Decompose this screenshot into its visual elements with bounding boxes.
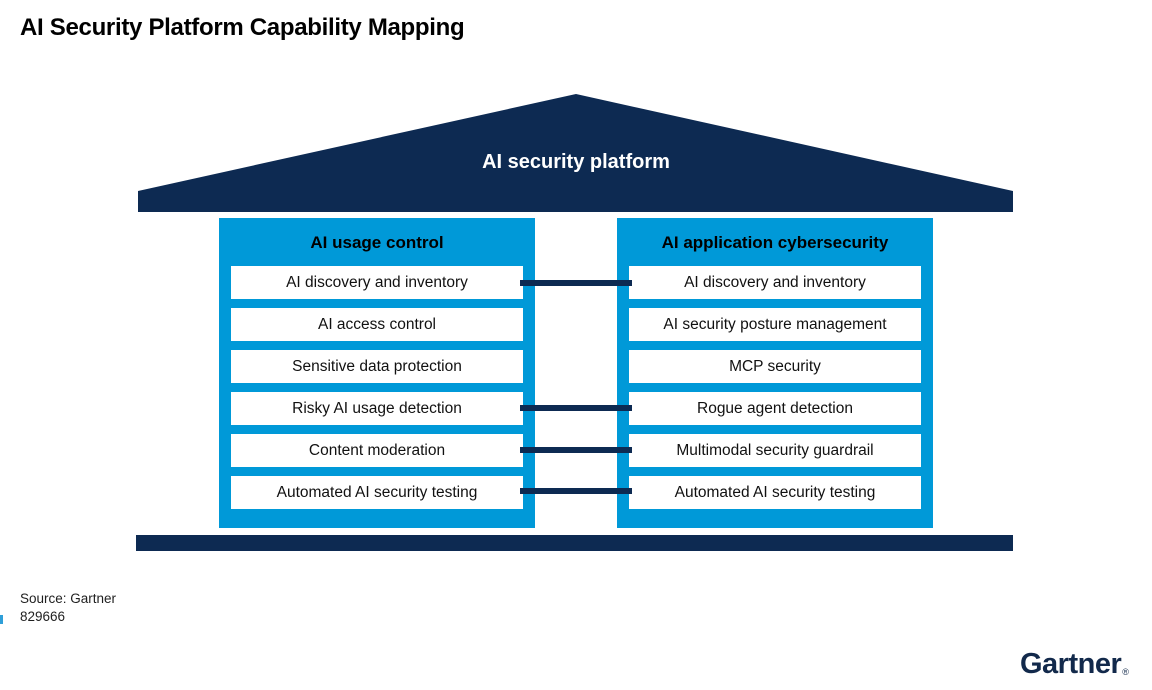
- connector-line-discovery: [520, 280, 632, 286]
- capability-box: Multimodal security guardrail: [629, 434, 921, 467]
- gartner-logo: Gartner®: [1020, 648, 1129, 681]
- roof-label: AI security platform: [482, 151, 670, 173]
- capability-box: AI discovery and inventory: [231, 266, 523, 299]
- pillar-ai-usage-control: AI usage control AI discovery and invent…: [219, 218, 535, 528]
- pillar-ai-application-cybersecurity: AI application cybersecurity AI discover…: [617, 218, 933, 528]
- connector-line-moderation-guardrail: [520, 447, 632, 453]
- capability-box: Rogue agent detection: [629, 392, 921, 425]
- capability-box: AI security posture management: [629, 308, 921, 341]
- capability-box: Automated AI security testing: [231, 476, 523, 509]
- capability-box: MCP security: [629, 350, 921, 383]
- pillar-header: AI application cybersecurity: [661, 233, 889, 252]
- source-line: Source: Gartner: [20, 591, 117, 606]
- source-id: 829666: [20, 609, 66, 624]
- floor-bar: [136, 535, 1013, 551]
- source-note: Source: Gartner 829666: [20, 590, 116, 626]
- registered-mark: ®: [1122, 667, 1129, 677]
- capability-box: AI access control: [231, 308, 523, 341]
- pillar-header: AI usage control: [310, 233, 444, 252]
- page-title: AI Security Platform Capability Mapping: [20, 14, 465, 41]
- gartner-logo-text: Gartner: [1020, 648, 1122, 680]
- edge-artifact: [0, 615, 3, 624]
- capability-box: Automated AI security testing: [629, 476, 921, 509]
- capability-box: Sensitive data protection: [231, 350, 523, 383]
- capability-box: Risky AI usage detection: [231, 392, 523, 425]
- connector-line-risky-rogue: [520, 405, 632, 411]
- capability-box: AI discovery and inventory: [629, 266, 921, 299]
- capability-box: Content moderation: [231, 434, 523, 467]
- connector-line-automated-testing: [520, 488, 632, 494]
